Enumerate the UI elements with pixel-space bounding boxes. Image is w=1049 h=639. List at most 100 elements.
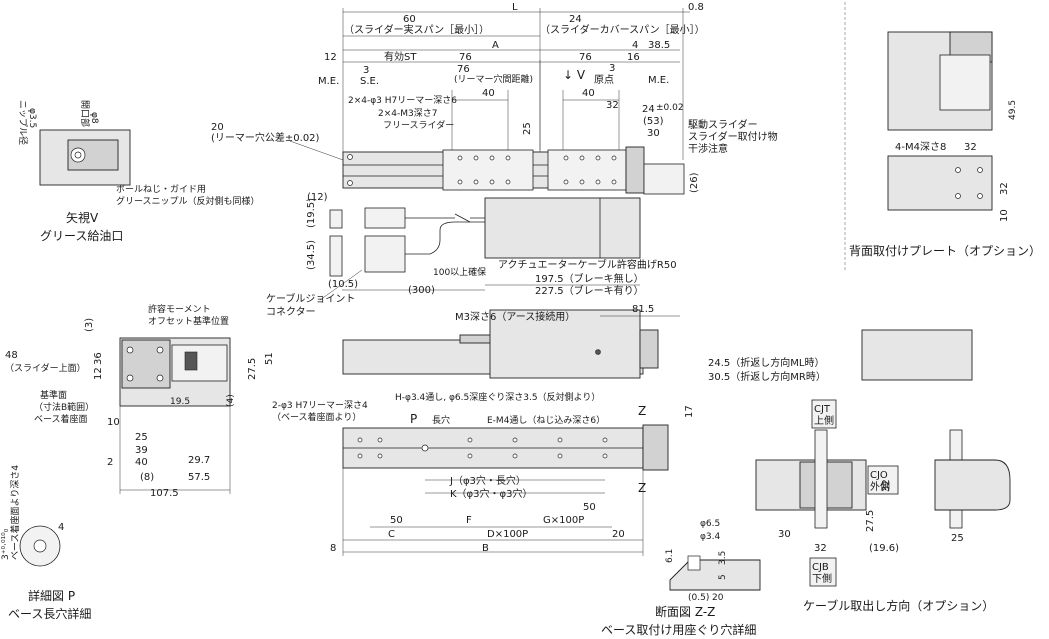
phi-3-5: φ3.5: [27, 108, 37, 128]
m3-holes-label: 2×4-M3深さ7: [378, 108, 437, 119]
cd-dim-25: 25: [951, 533, 964, 544]
zz-phi-6-5: φ6.5: [700, 519, 720, 529]
detail-p-subtitle: ベース長穴詳細: [8, 606, 91, 621]
cd-dim-19-6: (19.6): [869, 543, 899, 554]
zz-dim-3-5: 3.5: [718, 551, 728, 565]
dim-A: A: [492, 40, 499, 51]
bottom-dim-20: 20: [612, 529, 625, 540]
detail-p-title: 詳細図 P: [28, 588, 75, 603]
end-dim-39: 39: [135, 445, 148, 456]
back-plate-view: 49.5 4-M4深さ8 32 32 10 背面取付けプレート（オプション）: [844, 2, 1041, 270]
dim-40-b: 40: [582, 88, 595, 99]
end-dim-36: 36: [93, 352, 104, 365]
moment-label-2: オフセット基準位置: [148, 315, 229, 327]
v-arrow-label: ↓ V: [563, 68, 586, 82]
cable-motor-view: (12) (19.5) (34.5) (10.5) 100以上確保 (300) …: [266, 192, 677, 318]
dim-30: 30: [647, 128, 660, 139]
base-ref-range: （寸法B範囲）: [34, 401, 94, 413]
top-plan-view: L 0.8 60 （スライダー実スパン［最小］） 24 （スライダーカバースパン…: [211, 2, 778, 195]
bottom-dim-8: 8: [330, 543, 336, 554]
interference-label: 干渉注意: [688, 142, 728, 155]
bottom-view: 2-φ3 H7リーマー深さ4 （ベース着座面より） H-φ3.4通し, φ6.5…: [272, 391, 695, 556]
dim-60: 60: [403, 14, 416, 25]
tol-0-02: ±0.02: [656, 103, 684, 113]
mr-dim: 30.5（折返し方向MR時）: [708, 370, 826, 383]
cjb-label: CJB: [812, 562, 829, 573]
h-holes-label: H-φ3.4通し, φ6.5深座ぐり深さ3.5（反対側より）: [395, 391, 600, 403]
end-dim-40: 40: [135, 457, 148, 468]
bend-radius-label: アクチュエーターケーブル許容曲げR50: [498, 258, 677, 271]
end-dim-12: 12: [93, 367, 104, 380]
reamer-holes-label: 2×4-φ3 H7リーマー深さ6: [348, 95, 457, 106]
dim-4: 4: [632, 40, 638, 51]
dim-3-right: 3: [609, 63, 615, 74]
end-dim-51: 51: [264, 352, 275, 365]
end-dim-48-note: （スライダー上面）: [5, 362, 86, 374]
cable-dim-100: 100以上確保: [433, 266, 486, 278]
bottom-dim-50-b: 50: [583, 502, 596, 513]
dim-40-a: 40: [482, 88, 495, 99]
zz-dim-20: 20: [712, 593, 724, 603]
base-ref-label: 基準面: [40, 389, 67, 401]
cd-dim-32-b: 32: [814, 543, 827, 554]
bp-dim-49-5: 49.5: [1008, 100, 1018, 120]
dim-B: B: [482, 543, 489, 554]
se-label: S.E.: [360, 76, 379, 87]
dim-20-reamer: 20: [211, 122, 224, 133]
cable-dir-title: ケーブル取出し方向（オプション）: [803, 598, 994, 613]
bp-dim-32-a: 32: [964, 142, 977, 153]
free-slider-shape: [442, 149, 534, 191]
section-zz-subtitle: ベース取付け用座ぐり穴詳細: [601, 622, 756, 637]
dim-F: F: [466, 515, 472, 526]
cable-dim-12: (12): [307, 192, 328, 203]
dim-J: J（φ3穴・長穴）: [449, 474, 526, 487]
reamer-tol-label: (リーマー穴公差±0.02): [211, 131, 320, 144]
nipple-dia-label: ニップル径: [17, 100, 29, 145]
reamer-pitch-label: (リーマー穴間距離): [454, 73, 533, 85]
end-dim-29-7: 29.7: [188, 455, 210, 466]
cable-dim-19-5: (19.5): [306, 198, 317, 228]
end-dim-3: (3): [84, 318, 95, 332]
detail-p: 3⁺⁰·⁰¹⁰₀ ベース着座面より深さ4 4 詳細図 P ベース長穴詳細: [1, 465, 91, 621]
end-dim-25: 25: [135, 432, 148, 443]
cable-dim-300: (300): [408, 285, 435, 296]
end-dim-57-5: 57.5: [188, 472, 210, 483]
zz-dim-5: 5: [718, 574, 728, 580]
end-dim-8: (8): [140, 472, 154, 483]
cjo-label: CJO: [870, 470, 888, 481]
motor-body: [484, 197, 641, 259]
ml-dim: 24.5（折返し方向ML時）: [708, 356, 824, 369]
zz-phi-3-4: φ3.4: [700, 532, 721, 542]
opening-label: 開口部: [79, 100, 91, 127]
free-slider-label: フリースライダー: [383, 119, 454, 131]
dim-53: (53): [643, 116, 664, 127]
end-dim-2: 2: [107, 457, 113, 468]
dim-G: G×100P: [543, 515, 584, 526]
dim-76-b: 76: [579, 52, 592, 63]
bp-m4-label: 4-M4深さ8: [895, 141, 946, 153]
dim-16: 16: [627, 52, 640, 63]
dim-76-a: 76: [459, 52, 472, 63]
end-dim-19-5: 19.5: [170, 397, 190, 407]
dim-25: 25: [522, 122, 533, 135]
slider-mount-label: スライダー取付け物: [688, 130, 778, 143]
dim-26: (26): [689, 172, 700, 193]
slider-span-label: （スライダー実スパン［最小］）: [344, 23, 489, 36]
cjb-sub: 下側: [812, 572, 832, 585]
dim-0-8: 0.8: [688, 2, 704, 13]
detail-p-depth: ベース着座面より深さ4: [9, 465, 21, 560]
cover-span-label: （スライダーカバースパン［最小］）: [540, 23, 705, 36]
cable-dim-34-5: (34.5): [306, 240, 317, 270]
cd-dim-30: 30: [778, 529, 791, 540]
dim-227-5: 227.5（ブレーキ有り）: [535, 284, 644, 297]
bp-dim-32-b: 32: [999, 182, 1010, 195]
drive-slider-label: 駆動スライダー: [688, 118, 758, 131]
bottom-reamer-note: （ベース着座面より）: [272, 411, 361, 423]
origin-label: 原点: [594, 74, 614, 86]
detail-p-marker: P: [410, 412, 417, 426]
bottom-dim-17: 17: [684, 405, 695, 418]
e-holes-label: E-M4通し（ねじ込み深さ6）: [487, 415, 605, 426]
end-dim-107-5: 107.5: [150, 488, 179, 499]
cable-joint-label: ケーブルジョイント: [266, 292, 355, 305]
